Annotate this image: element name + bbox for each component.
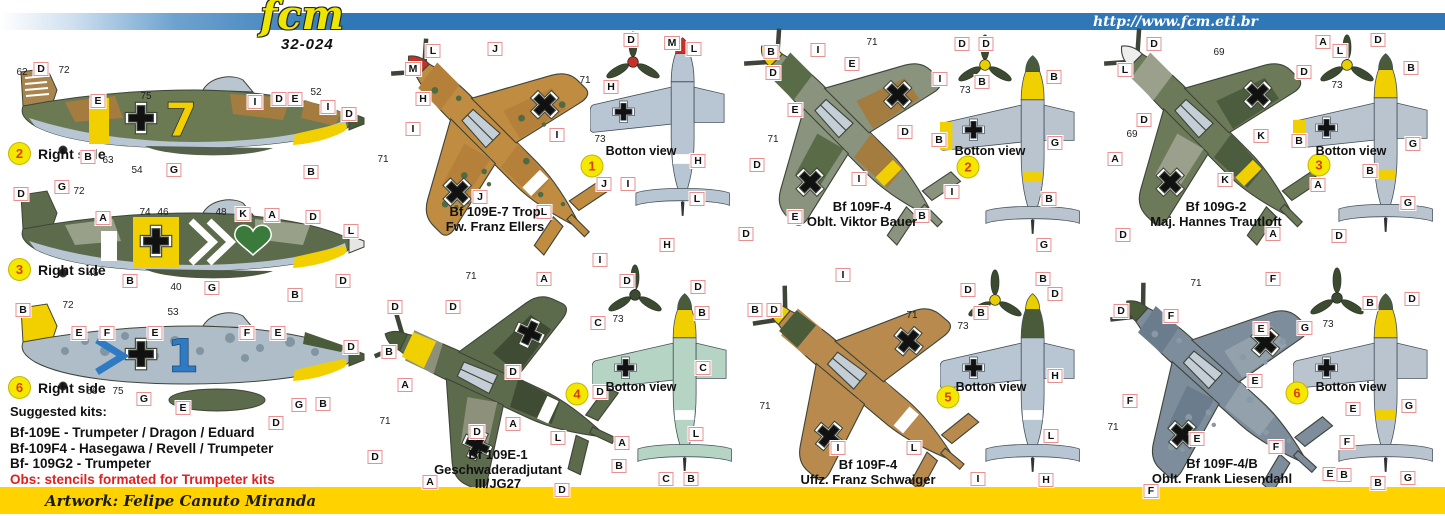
propeller-1-icon: [602, 31, 664, 93]
header-bar: [0, 13, 1445, 30]
footer-bar: [0, 487, 1445, 514]
fcm-logo: fcm: [260, 0, 344, 39]
scheme-circle: 6: [8, 376, 31, 399]
propeller-5-icon: [964, 269, 1026, 331]
svg-text:1: 1: [167, 329, 199, 383]
side-view-label: Right side: [38, 379, 106, 396]
website-url: http://www.fcm.eti.br: [1093, 14, 1258, 30]
kits-title: Suggested kits:: [10, 404, 107, 419]
artwork-credit: Artwork: Felipe Canuto Miranda: [45, 492, 317, 510]
side-view-label: Right side: [38, 261, 106, 278]
product-code: 32-024: [281, 36, 334, 53]
kits-line: Bf-109E - Trumpeter / Dragon / Eduard: [10, 425, 255, 440]
kits-note: Obs: stencils formated for Trumpeter kit…: [10, 471, 275, 487]
kits-line: Bf- 109G2 - Trumpeter: [10, 456, 152, 471]
propeller-6-icon: [1306, 267, 1368, 329]
callout-label: H: [659, 238, 675, 252]
kits-line: Bf-109F4 - Hasegawa / Revell / Trumpeter: [10, 440, 274, 456]
suggested-kits-block: Suggested kits: Bf-109E - Trumpeter / Dr…: [10, 404, 370, 488]
svg-text:7: 7: [165, 93, 197, 147]
scheme-circle: 3: [8, 258, 31, 281]
callout-label: B: [1035, 272, 1051, 286]
callout-label: D: [1115, 228, 1131, 242]
callout-label: D: [738, 227, 754, 241]
side-profile-6-illustration: 1: [20, 303, 365, 412]
propeller-3-icon: [1316, 34, 1378, 96]
side-profile-3-illustration: [20, 190, 365, 279]
profile-3-row: 3 Right side: [8, 258, 106, 281]
profile-6-row: 6 Right side: [8, 376, 106, 399]
profile-2-row: 2 Right side: [8, 142, 106, 165]
propeller-4-icon: [604, 264, 666, 326]
scheme-circle: 2: [8, 142, 31, 165]
propeller-2-icon: [954, 34, 1016, 96]
side-view-label: Right side: [38, 145, 106, 162]
